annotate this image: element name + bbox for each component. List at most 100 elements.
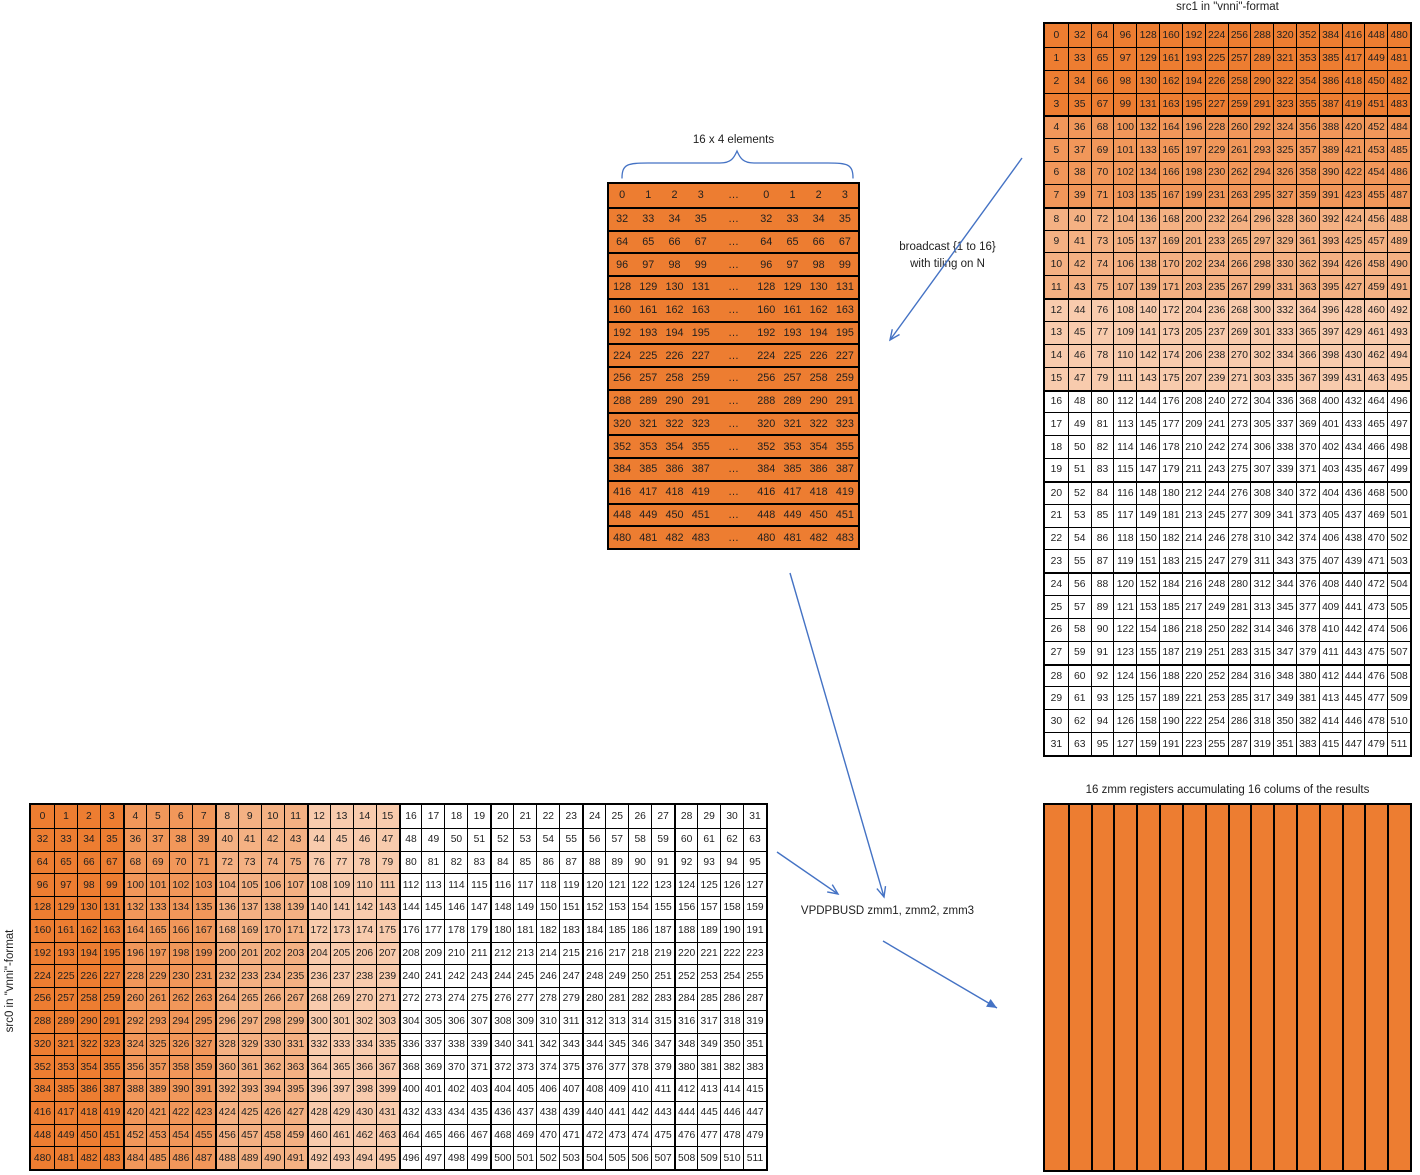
- table-cell: 503: [1387, 549, 1410, 573]
- table-cell: 362: [260, 1055, 284, 1078]
- table-cell: 146: [444, 896, 468, 919]
- table-cell: 334: [1273, 343, 1296, 367]
- table-cell: 425: [237, 1100, 261, 1124]
- table-cell: 190: [1159, 709, 1182, 733]
- table-cell: 239: [1204, 366, 1228, 390]
- table-cell: 276: [490, 987, 514, 1010]
- table-cell: 85: [1090, 503, 1114, 527]
- table-cell: 194: [665, 326, 684, 339]
- table-cell: 131: [835, 281, 854, 294]
- table-cell: 3: [697, 189, 704, 202]
- table-cell: 361: [237, 1055, 261, 1078]
- table-cell: 112: [1113, 389, 1137, 413]
- table-cell: 305: [1250, 412, 1274, 436]
- table-cell: 311: [1250, 549, 1274, 573]
- zmm-register-column: [1295, 805, 1319, 1170]
- table-cell: 419: [99, 1100, 123, 1124]
- table-cell: 381: [1295, 686, 1319, 710]
- table-cell: 45: [1067, 320, 1091, 344]
- table-cell: 315: [1250, 640, 1274, 664]
- table-cell: 5: [145, 805, 169, 828]
- table-cell: 423: [1341, 183, 1365, 207]
- table-cell: 395: [283, 1078, 307, 1101]
- table-cell: 353: [639, 440, 658, 453]
- table-cell: 80: [1090, 389, 1114, 413]
- table-cell: 418: [1341, 69, 1365, 93]
- table-cell: 87: [559, 850, 583, 874]
- table-cell: 177: [421, 918, 445, 942]
- table-cell: 27: [1045, 640, 1068, 664]
- table-cell: 168: [214, 918, 238, 942]
- table-cell: 69: [1090, 138, 1114, 162]
- table-cell: 189: [1159, 686, 1182, 710]
- table-cell: 443: [1341, 640, 1365, 664]
- table-cell: 2: [76, 805, 100, 828]
- table-cell: 175: [375, 918, 399, 942]
- table-cell: 350: [1273, 709, 1296, 733]
- table-cell: 65: [642, 235, 655, 248]
- table-cell: 372: [1295, 480, 1319, 504]
- table-cell: 230: [168, 964, 192, 987]
- table-cell: 108: [306, 873, 330, 896]
- table-cell: 2: [671, 189, 678, 202]
- table-cell: 473: [605, 1123, 629, 1147]
- table-cell: 128: [1136, 24, 1160, 47]
- table-cell: 179: [1159, 458, 1182, 481]
- table-cell: 351: [1273, 732, 1296, 755]
- table-cell: 462: [352, 1123, 376, 1147]
- table-cell: 83: [1090, 458, 1114, 481]
- ellipsis: …: [728, 326, 739, 339]
- table-cell: 162: [76, 918, 100, 942]
- table-cell: 331: [283, 1032, 307, 1056]
- table-cell: 209: [421, 941, 445, 965]
- table-cell: 371: [1295, 458, 1319, 481]
- table-cell: 495: [375, 1146, 399, 1169]
- table-cell: 228: [1204, 115, 1228, 139]
- table-cell: 326: [1273, 161, 1296, 184]
- table-cell: 32: [616, 213, 629, 226]
- table-cell: 417: [783, 486, 802, 499]
- table-cell: 437: [1341, 503, 1365, 527]
- table-cell: 18: [1045, 435, 1068, 458]
- table-cell: 324: [122, 1032, 146, 1056]
- table-cell: 91: [1090, 640, 1114, 664]
- table-cell: 314: [628, 1009, 652, 1033]
- table-cell: 196: [122, 941, 146, 965]
- table-cell: 288: [613, 395, 632, 408]
- table-cell: 238: [1204, 343, 1228, 367]
- table-cell: 136: [1136, 206, 1160, 230]
- table-cell: 287: [743, 987, 766, 1010]
- table-cell: 129: [53, 896, 77, 919]
- table-cell: 448: [31, 1123, 54, 1147]
- table-cell: 99: [838, 258, 851, 271]
- table-cell: 417: [639, 486, 658, 499]
- table-cell: 71: [1090, 183, 1114, 207]
- table-cell: 182: [536, 918, 560, 942]
- table-cell: 160: [31, 918, 54, 942]
- table-cell: 248: [1204, 572, 1228, 596]
- table-cell: 155: [651, 896, 675, 919]
- table-cell: 253: [697, 964, 721, 987]
- table-cell: 492: [1387, 298, 1410, 321]
- table-cell: 26: [1045, 617, 1068, 641]
- table-cell: 92: [674, 850, 698, 874]
- table-cell: 78: [1090, 343, 1114, 367]
- table-cell: 2: [1045, 69, 1068, 93]
- table-cell: 230: [1204, 161, 1228, 184]
- table-cell: 163: [691, 304, 710, 317]
- table-cell: 380: [1295, 663, 1319, 687]
- table-cell: 424: [214, 1100, 238, 1124]
- table-cell: 137: [1136, 229, 1160, 253]
- table-cell: 339: [467, 1032, 491, 1056]
- table-cell: 241: [421, 964, 445, 987]
- table-cell: 133: [1136, 138, 1160, 162]
- table-cell: 146: [1136, 435, 1160, 459]
- table-cell: 463: [1364, 366, 1388, 390]
- table-cell: 314: [1250, 617, 1274, 641]
- table-cell: 450: [809, 508, 828, 521]
- table-cell: 453: [1364, 138, 1388, 162]
- table-cell: 265: [1227, 229, 1251, 253]
- table-cell: 247: [559, 964, 583, 987]
